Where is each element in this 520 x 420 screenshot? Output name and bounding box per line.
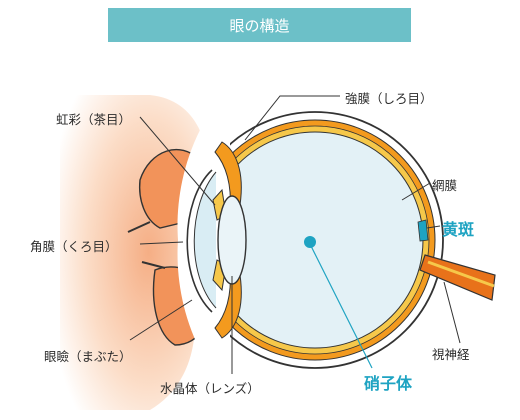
lens (217, 195, 247, 285)
macula-mark (417, 219, 429, 242)
label-sclera: 強膜（しろ目） (345, 91, 433, 106)
label-iris: 虹彩（茶目） (56, 112, 132, 127)
label-lens: 水晶体（レンズ） (160, 381, 260, 396)
label-retina: 網膜 (432, 178, 458, 193)
title-banner: 眼の構造 (108, 8, 411, 42)
label-eyelid: 眼瞼（まぶた） (44, 349, 132, 364)
vitreous-point (304, 236, 316, 248)
label-cornea: 角膜（くろ目） (30, 239, 118, 254)
cornea (186, 169, 213, 313)
label-optic-nerve: 視神経 (432, 347, 470, 362)
label-vitreous: 硝子体 (364, 374, 413, 393)
diagram-title: 眼の構造 (229, 16, 290, 35)
label-macula: 黄斑 (442, 220, 475, 239)
